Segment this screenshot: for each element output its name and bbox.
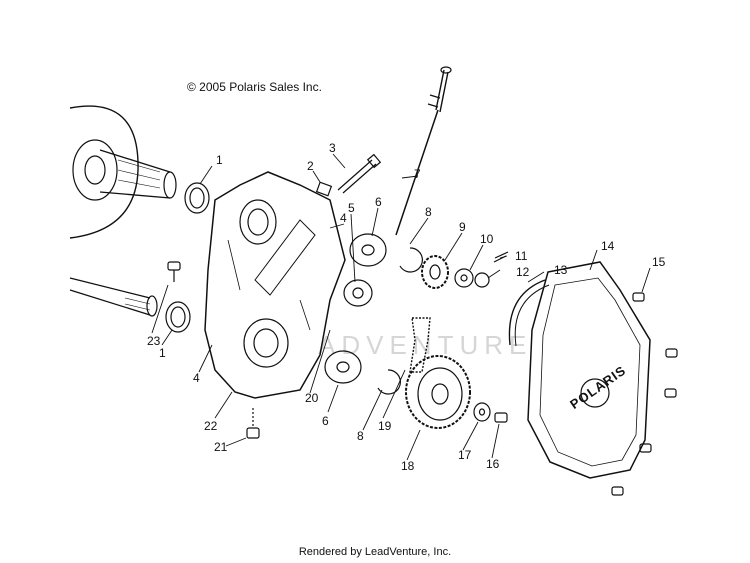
lower-drive-shaft-icon [69,277,158,317]
callout-number: 8 [425,205,432,219]
callout-number: 22 [204,419,218,433]
copyright-text: © 2005 Polaris Sales Inc. [187,80,322,94]
callout-number: 12 [516,265,530,279]
dipstick-icon [395,66,452,236]
chaincase-housing-icon [204,171,346,399]
callout-number: 20 [305,391,319,405]
callout-number: 23 [147,334,161,348]
bolt-icon [611,292,678,496]
callout-number: 5 [348,201,355,215]
callout-number: 13 [554,263,568,277]
washer-icon [454,251,509,288]
callout-number: 1 [159,346,166,360]
callout-number: 9 [459,220,466,234]
tensioner-icon [343,279,373,307]
callout-number: 7 [414,167,421,181]
callout-number: 15 [652,255,666,269]
callout-number: 10 [480,232,494,246]
bolt-icon [167,261,260,439]
callout-number: 4 [340,211,347,225]
sprocket-icon [421,255,449,289]
washer-icon [473,402,508,423]
callout-number: 8 [357,429,364,443]
washer-icon [324,233,387,384]
callout-number: 21 [214,440,228,454]
watermark-text: ADVENTURE [318,330,533,360]
chaincase-cover-icon: POLARIS [527,261,651,479]
callout-number: 6 [375,195,382,209]
callout-number: 11 [515,249,528,263]
bolt-icon [315,153,382,197]
callout-number: 6 [322,414,329,428]
callout-number: 1 [216,153,223,167]
callout-number: 3 [329,141,336,155]
leader-lines [151,153,651,461]
gasket-icon [508,279,550,347]
callout-number: 16 [486,457,500,471]
cover-logo: POLARIS [567,362,629,411]
seal-icon [165,182,210,333]
callout-number: 17 [458,448,472,462]
callout-number: 4 [193,371,200,385]
callout-number: 2 [307,159,314,173]
callout-number: 14 [601,239,615,253]
footer-text: Rendered by LeadVenture, Inc. [298,546,452,558]
callout-number: 19 [378,419,392,433]
chain-icon [409,317,431,373]
sprocket-icon [405,355,471,429]
upper-drive-shaft-icon [69,105,177,239]
callout-number: 18 [401,459,415,473]
snap-ring-icon [377,247,423,395]
